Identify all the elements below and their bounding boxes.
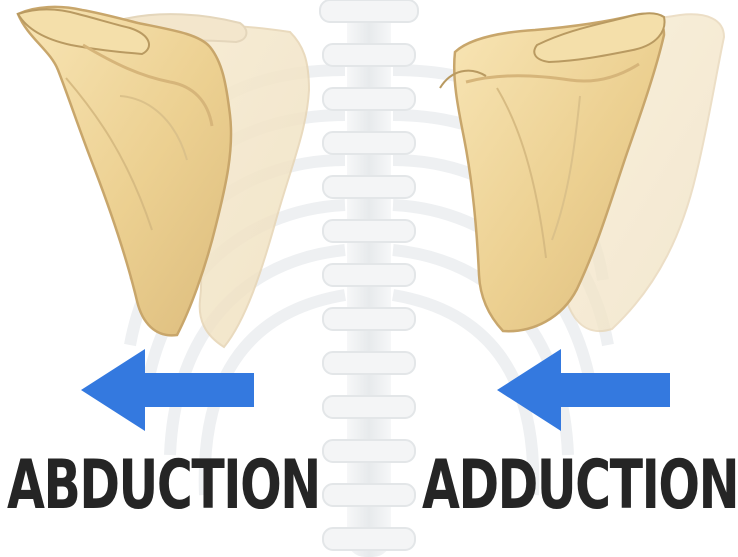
spine [320,0,418,557]
left-scapula [18,7,231,335]
abduction-label: ABDUCTION [7,446,320,526]
adduction-label: ADDUCTION [422,446,738,526]
